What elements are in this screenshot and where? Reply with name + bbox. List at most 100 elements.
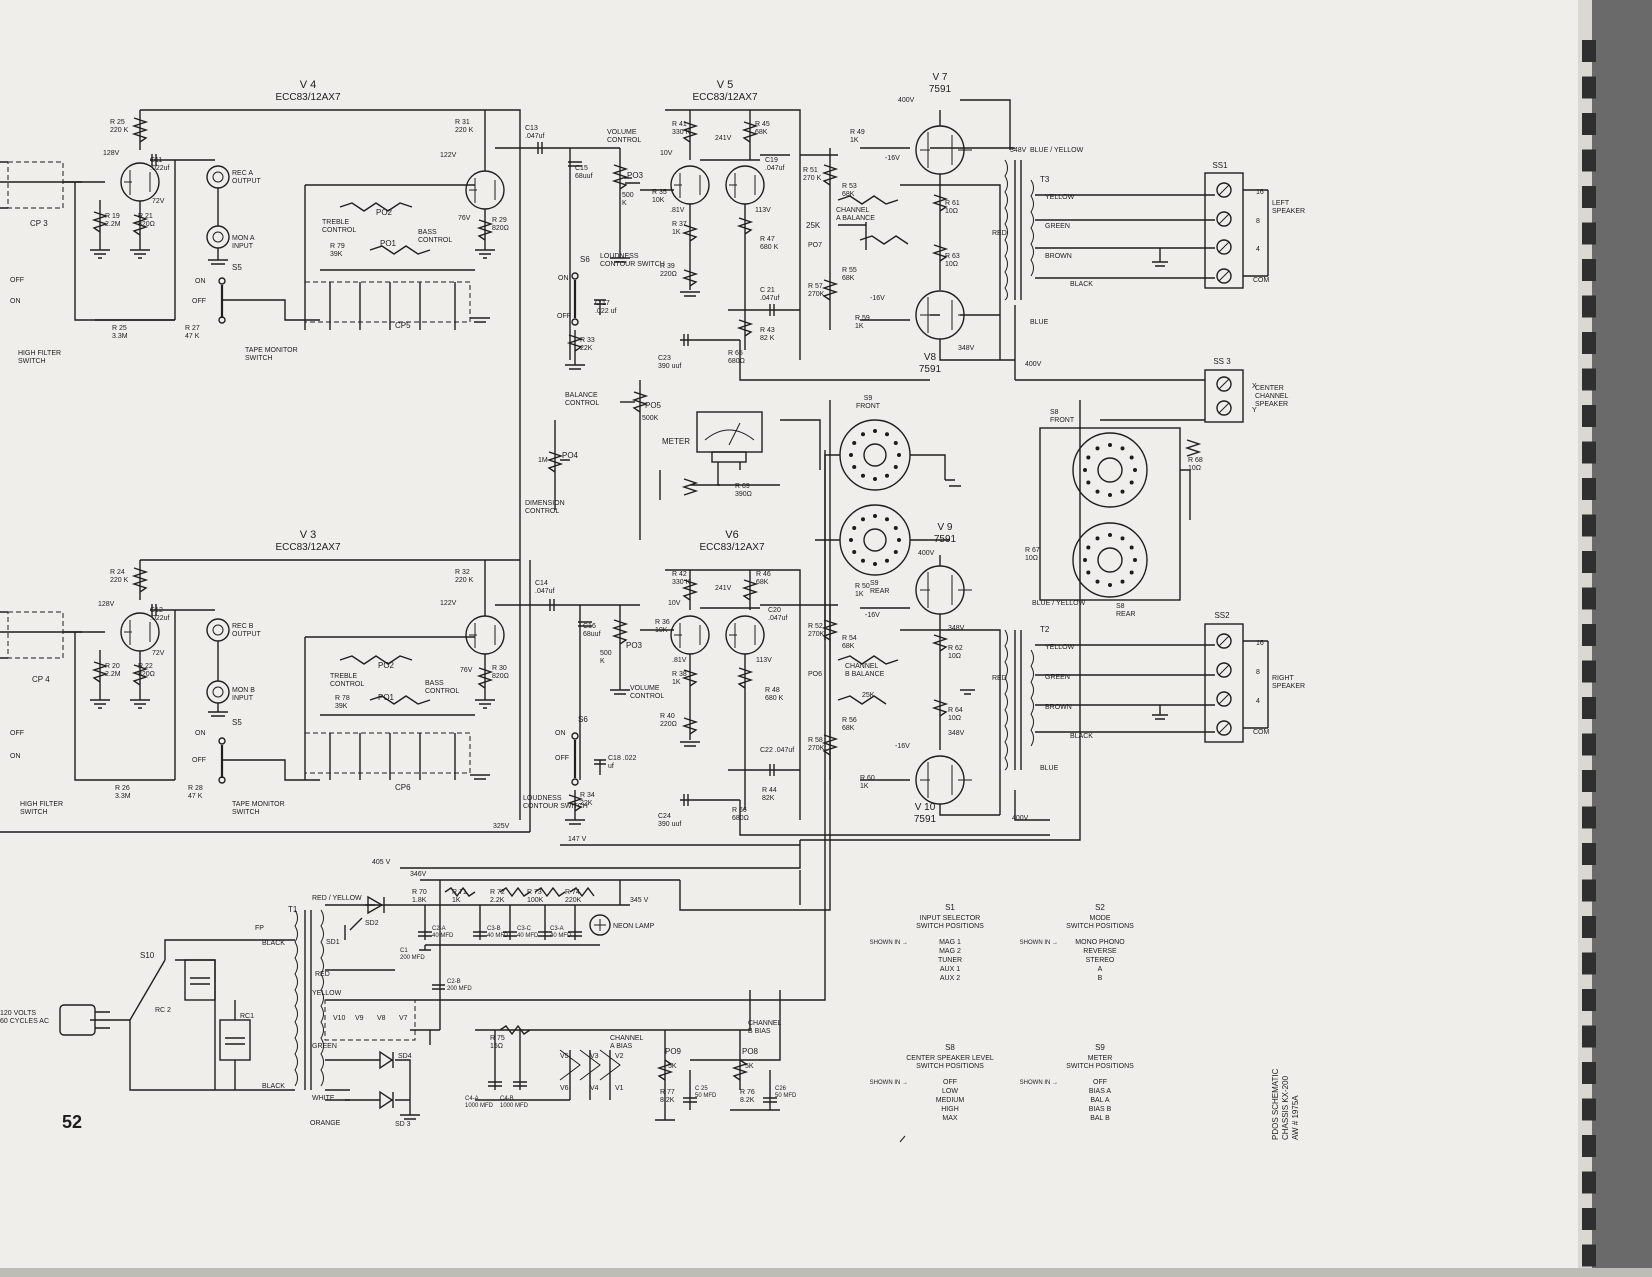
labels-po8: PO8 (742, 1047, 759, 1056)
values-po9: 5K (668, 1063, 677, 1070)
tubes-v8-type: 7591 (919, 364, 942, 375)
values-v346: 346V (410, 871, 427, 878)
switch-contact (885, 473, 889, 478)
values-c19: C19.047uf (765, 157, 785, 172)
values-v241: 241V (715, 135, 732, 142)
labels-tap16: 16 (1256, 189, 1264, 196)
switch-contact (1095, 446, 1100, 451)
labels-yellow: YELLOW (1045, 194, 1075, 201)
t8-b: 8 (1256, 669, 1260, 676)
values-v76: 76V (458, 215, 471, 222)
v128-b: 128V (98, 601, 115, 608)
binding-ring (1582, 989, 1596, 1011)
tubes-v6-name: V6 (725, 529, 738, 541)
binding-ring (1582, 1208, 1596, 1230)
values-v400: 400V (898, 97, 915, 104)
switch-contact (897, 538, 901, 542)
v113-b: 113V (756, 657, 772, 664)
binding-ring (1582, 514, 1596, 537)
values-v10: 10V (660, 150, 673, 157)
s6-on-b: ON (555, 730, 566, 737)
switch-contact (893, 526, 898, 530)
binding-ring (1582, 113, 1596, 135)
tubes-v7-name: V 7 (932, 72, 947, 83)
v400-d: 400V (1012, 815, 1029, 822)
s6-on-a: ON (558, 275, 569, 282)
title-block-1: CHASSIS KX-200 (1281, 1075, 1290, 1140)
po1-b: PO1 (378, 693, 395, 702)
v76-b: 76V (460, 667, 473, 674)
labels-po1: PO1 (380, 239, 397, 248)
red-b: RED (992, 675, 1007, 682)
s1-title: S1 (945, 903, 955, 912)
values-po5: 500K (642, 415, 659, 422)
binding-ring (1582, 1098, 1596, 1121)
labels-sd1: SD1 (326, 939, 340, 946)
labels-t3: T3 (1040, 175, 1050, 184)
switch-contact (1083, 558, 1087, 562)
binding-ring (1582, 733, 1596, 756)
tubes-v5-type: ECC83/12AX7 (692, 92, 757, 103)
switch-contact (1095, 489, 1100, 494)
switch-contact (1108, 533, 1112, 537)
binding-ring (1582, 149, 1596, 172)
switch-contact (1095, 536, 1100, 541)
values-c21: C 21.047uf (760, 287, 780, 302)
binding-ring (1582, 332, 1596, 354)
switch-contact (1120, 446, 1125, 451)
labels-black: BLACK (1070, 281, 1093, 288)
v348-b: 348V (958, 345, 975, 352)
binding-ring (1582, 40, 1596, 62)
switch-contact (1086, 545, 1091, 550)
hf-on-a: ON (10, 298, 21, 305)
labels-po6: PO6 (808, 671, 822, 678)
s5-b: S5 (232, 718, 242, 727)
switch-contact (1120, 536, 1125, 541)
tubes-v8-name: V8 (924, 352, 937, 363)
values-c20: C20.047uf (768, 607, 788, 622)
heater-v6: V6 (560, 1085, 569, 1092)
values-c13: C13.047uf (525, 125, 545, 140)
binding-ring (1582, 697, 1596, 719)
labels-s6: S6 (580, 255, 590, 264)
heater-v7: V7 (399, 1015, 408, 1022)
switch-contact (849, 538, 853, 542)
binding-rings (1582, 40, 1596, 1267)
switch-contact (885, 432, 889, 437)
switch-contact (849, 453, 853, 457)
s9-item-4: BAL B (1090, 1115, 1110, 1122)
binding-ring (1582, 295, 1596, 318)
s2-item-2: STEREO (1086, 957, 1115, 964)
heater-v1: V1 (615, 1085, 624, 1092)
s2-title: S2 (1095, 903, 1105, 912)
switch-contact (893, 465, 898, 469)
s9-title: S9 (1095, 1043, 1105, 1052)
